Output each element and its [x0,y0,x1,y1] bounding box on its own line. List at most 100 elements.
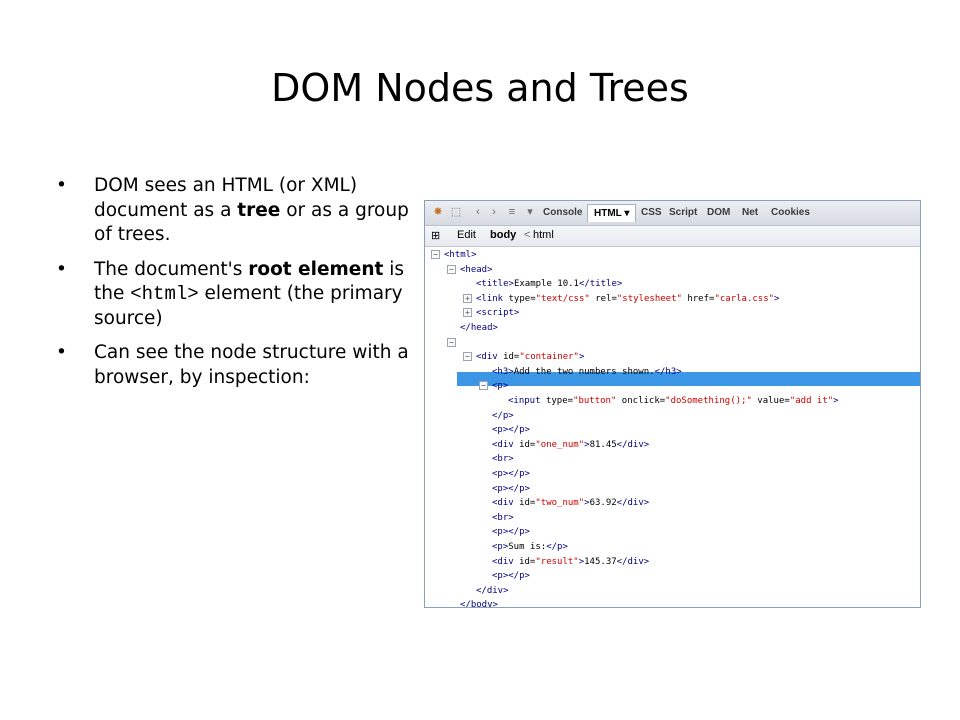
dom-node[interactable]: <p>Sum is:</p> [479,540,568,554]
bullet-item: • Can see the node structure with a brow… [56,341,416,390]
node-token: "text/css" [535,293,590,304]
tab-dom[interactable]: DOM [707,207,731,218]
node-token: "one_num" [535,439,585,450]
node-token: <p> [492,381,509,392]
spacer [479,411,488,420]
node-token: "doSomething();" [665,396,752,406]
dom-node[interactable]: −<p> [479,379,508,393]
dom-node[interactable]: <div id="result">145.37</div> [479,555,649,569]
dom-node[interactable]: </p> [479,409,514,423]
tab-html-label: HTML [594,208,622,219]
edit-button[interactable]: Edit [457,229,476,241]
node-token: </body> [460,600,498,608]
node-token: <p> [492,469,509,479]
node-token: <p> [492,542,509,552]
dom-node-selected[interactable]: −<body> [447,336,493,350]
collapse-icon[interactable]: − [463,352,472,362]
node-token: <p> [492,425,509,436]
expand-icon[interactable]: + [463,293,472,303]
dom-node[interactable]: </div> [463,584,509,598]
tab-cookies[interactable]: Cookies [771,207,810,218]
collapse-icon[interactable]: ⊞ [431,230,441,242]
dom-node[interactable]: </body> [447,598,498,608]
collapse-icon[interactable]: − [479,381,488,391]
node-token: "stylesheet" [616,293,682,304]
inspect-icon[interactable]: ⬚ [450,206,462,218]
collapse-icon[interactable]: − [447,264,456,274]
node-token: type= [545,396,574,406]
dom-node[interactable]: <p></p> [479,569,530,583]
node-token: > [578,352,585,363]
bullet-item: • DOM sees an HTML (or XML) document as … [56,174,416,248]
node-token: 63.92 [589,498,617,509]
collapse-icon[interactable]: − [431,250,440,259]
node-token: <br> [492,512,514,523]
bullet-text: element (the primary source) [94,283,403,329]
node-token: value= [751,396,790,406]
dom-node[interactable]: <p></p> [479,423,530,437]
dom-node[interactable]: <div id="one_num">81.45</div> [479,438,649,452]
dom-node[interactable]: −<head> [447,263,493,277]
node-token: <div [492,556,520,567]
node-token: > [584,498,590,509]
expand-icon[interactable]: + [463,308,472,318]
dom-node[interactable]: −<html> [431,248,477,262]
tab-html[interactable]: HTML ▾ [587,204,637,222]
node-token: "result" [535,556,579,567]
dom-node[interactable]: <p></p> [479,482,530,496]
bullet-dot-icon: • [56,175,67,196]
forward-icon[interactable]: › [492,206,496,218]
bullet-list: • DOM sees an HTML (or XML) document as … [56,174,416,400]
node-token: <p> [492,527,509,538]
bullet-text: Can see the node structure with a browse… [94,342,409,388]
node-token: <body> [460,337,493,348]
node-token: </p> [508,483,530,494]
node-token: <html> [444,250,477,260]
spacer [479,454,488,463]
dom-node[interactable]: <p></p> [479,467,530,481]
selection-highlight [457,372,920,386]
dom-node[interactable]: <br> [479,511,514,525]
tab-console[interactable]: Console [543,207,583,218]
breadcrumb-html[interactable]: html [533,229,554,241]
bullet-text: or as a group of trees. [94,199,409,246]
node-token: > [584,439,590,450]
spacer [479,484,488,493]
node-token: <br> [492,454,514,465]
node-token: <script> [476,308,520,319]
bullet-text: DOM sees an HTML (or XML) document as a [94,175,358,221]
node-token: > [774,293,780,304]
spacer [463,586,472,595]
dom-node[interactable]: <input type="button" onclick="doSomethin… [495,394,839,408]
dom-node[interactable]: <h3>Add the two numbers shown.</h3> [479,365,682,379]
dom-node[interactable]: <br> [479,452,514,466]
node-token: Add the two numbers shown. [513,366,655,377]
bullet-bold: root element [248,258,384,280]
node-token: </div> [476,585,509,596]
dom-node[interactable]: +<link type="text/css" rel="stylesheet" … [463,292,779,306]
tab-css[interactable]: CSS [641,207,662,218]
node-token: type= [508,293,536,304]
tab-script[interactable]: Script [669,207,698,218]
dom-node[interactable]: <div id="two_num">63.92</div> [479,496,649,510]
back-icon[interactable]: ‹ [476,206,480,218]
firebug-icon[interactable]: ✸ [433,206,443,218]
menu-icon[interactable]: ≡ [508,206,516,218]
node-token: </head> [460,323,498,333]
dom-node[interactable]: </head> [447,321,498,335]
dom-node[interactable]: + <script> [463,306,519,320]
node-token: rel= [589,293,617,304]
bullet-code: <html> [130,283,199,305]
node-token: </p> [508,571,530,582]
collapse-icon[interactable]: − [447,337,456,347]
tab-net[interactable]: Net [742,207,759,218]
dropdown-icon[interactable]: ▾ [527,206,533,218]
devtools-tab-bar: ✸ ⬚ ‹ › ≡ ▾ Console HTML ▾ CSS Script DO… [425,201,920,226]
node-token: "button" [573,396,617,406]
spacer [479,557,488,566]
breadcrumb-body[interactable]: body [490,229,517,241]
dom-node[interactable]: −<div id="container"> [463,350,584,364]
dom-node[interactable]: <title>Example 10.1</title> [463,277,622,291]
dom-node[interactable]: <p></p> [479,525,530,539]
node-token: </p> [508,527,530,538]
